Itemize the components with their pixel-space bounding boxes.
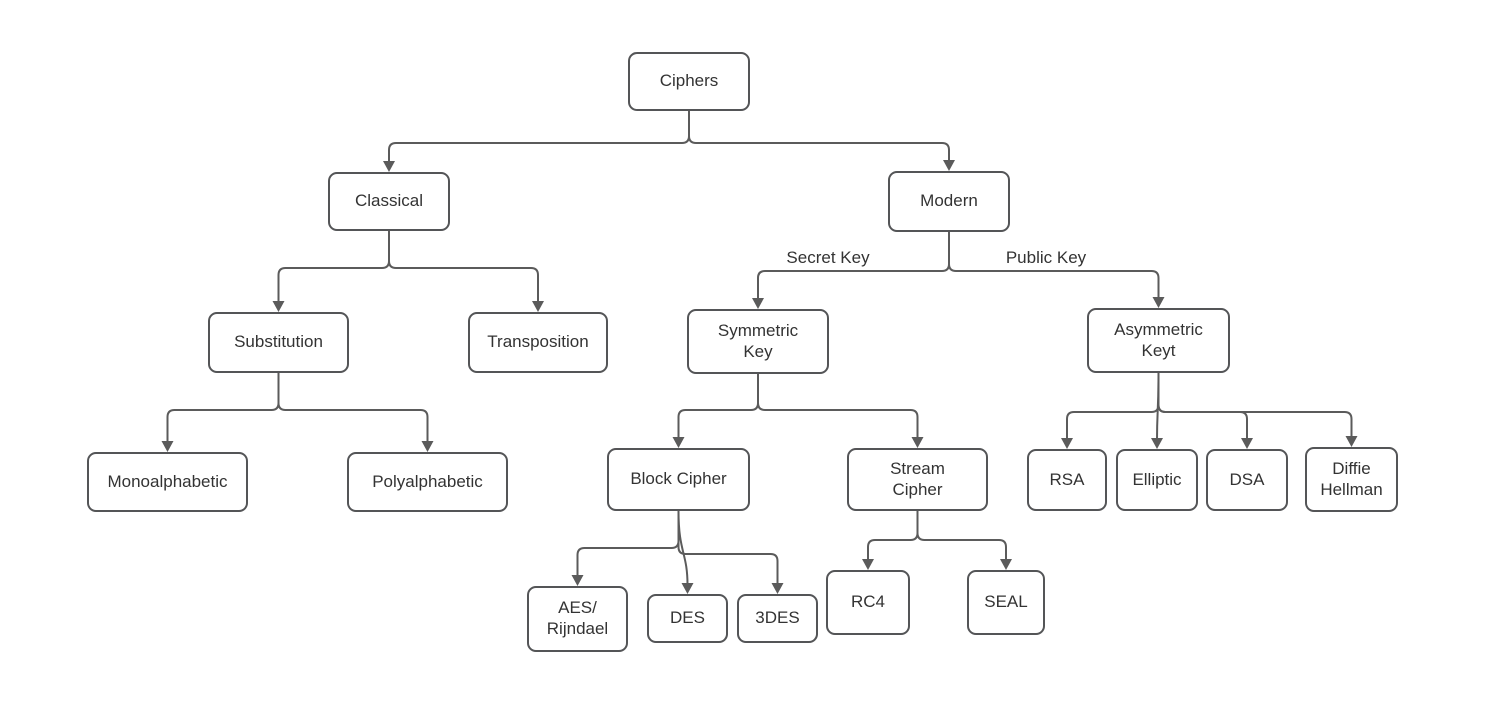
node-rsa[interactable]: RSA bbox=[1027, 449, 1107, 511]
node-des-label-line: DES bbox=[670, 608, 705, 628]
arrowhead-substitution bbox=[272, 301, 285, 312]
arrowhead-3des bbox=[771, 583, 784, 594]
arrowhead-seal bbox=[1000, 559, 1012, 570]
node-3des-label-line: 3DES bbox=[755, 608, 800, 628]
node-symmetric-key-label-line: Key bbox=[743, 341, 773, 361]
node-aes-rijndael-label-line: Rijndael bbox=[546, 619, 609, 638]
node-asymmetric-keyt-label-line: Asymmetric bbox=[1114, 319, 1203, 339]
node-ciphers[interactable]: Ciphers bbox=[628, 52, 750, 111]
arrowhead-rc4 bbox=[862, 559, 874, 570]
connector-ciphers-to-modern bbox=[688, 111, 950, 162]
node-block-cipher-label-line: Block Cipher bbox=[630, 469, 727, 489]
node-symmetric-key-label-line: Symmetric bbox=[717, 320, 799, 340]
node-des[interactable]: DES bbox=[647, 594, 728, 643]
node-monoalphabetic[interactable]: Monoalphabetic bbox=[87, 452, 248, 512]
node-substitution-label-line: Substitution bbox=[234, 332, 323, 352]
node-elliptic-label-line: Elliptic bbox=[1132, 469, 1182, 489]
node-dsa-label-line: DSA bbox=[1229, 469, 1265, 489]
node-diffie-hellman-label-line: Diffie bbox=[1332, 458, 1371, 478]
node-transposition-label-line: Transposition bbox=[487, 332, 589, 352]
arrowhead-diffie-hellman bbox=[1345, 436, 1358, 447]
node-asymmetric-keyt-label-line: Keyt bbox=[1141, 340, 1176, 360]
arrowhead-transposition bbox=[532, 301, 544, 312]
arrowhead-dsa bbox=[1241, 438, 1253, 449]
node-classical-label-line: Classical bbox=[354, 191, 424, 211]
connector-modern-to-asymmetric-keyt bbox=[948, 232, 1160, 299]
node-polyalphabetic[interactable]: Polyalphabetic bbox=[347, 452, 508, 512]
node-modern[interactable]: Modern bbox=[888, 171, 1010, 232]
node-classical[interactable]: Classical bbox=[328, 172, 450, 231]
node-block-cipher[interactable]: Block Cipher bbox=[607, 448, 750, 511]
connector-block-cipher-to-3des bbox=[677, 511, 779, 585]
connector-asymmetric-keyt-to-diffie-hellman bbox=[1157, 373, 1353, 438]
node-dsa[interactable]: DSA bbox=[1206, 449, 1288, 511]
edge-label-public-key: Public Key bbox=[1002, 248, 1090, 268]
node-3des[interactable]: 3DES bbox=[737, 594, 818, 643]
arrowhead-elliptic bbox=[1151, 438, 1163, 449]
arrowhead-des bbox=[681, 583, 694, 594]
connector-classical-to-substitution bbox=[277, 231, 390, 303]
edge-label-secret-key: Secret Key bbox=[783, 248, 873, 268]
node-diffie-hellman-label-line: Hellman bbox=[1320, 479, 1383, 499]
connector-substitution-to-monoalphabetic bbox=[166, 373, 280, 443]
connector-symmetric-key-to-stream-cipher bbox=[757, 374, 919, 439]
node-substitution[interactable]: Substitution bbox=[208, 312, 349, 373]
node-aes-rijndael-label-line: AES/ bbox=[558, 598, 597, 618]
node-rc4[interactable]: RC4 bbox=[826, 570, 910, 635]
node-polyalphabetic-label-line: Polyalphabetic bbox=[372, 471, 483, 491]
arrowhead-aes-rijndael bbox=[571, 575, 584, 586]
connector-symmetric-key-to-block-cipher bbox=[677, 374, 759, 439]
connector-block-cipher-to-des bbox=[677, 510, 689, 586]
node-monoalphabetic-label-line: Monoalphabetic bbox=[107, 471, 228, 491]
connector-substitution-to-polyalphabetic bbox=[277, 373, 429, 443]
connector-ciphers-to-classical bbox=[388, 111, 690, 163]
node-rc4-label-line: RC4 bbox=[850, 592, 885, 612]
arrowhead-modern bbox=[943, 160, 955, 171]
node-stream-cipher-label-line: Stream bbox=[890, 458, 945, 478]
node-elliptic[interactable]: Elliptic bbox=[1116, 449, 1198, 511]
arrowhead-monoalphabetic bbox=[161, 441, 174, 452]
connector-block-cipher-to-aes-rijndael bbox=[576, 511, 680, 577]
arrowhead-asymmetric-keyt bbox=[1152, 297, 1165, 308]
node-seal[interactable]: SEAL bbox=[967, 570, 1045, 635]
arrowhead-block-cipher bbox=[672, 437, 685, 448]
node-seal-label-line: SEAL bbox=[984, 592, 1028, 612]
node-aes-rijndael[interactable]: AES/Rijndael bbox=[527, 586, 628, 652]
connector-stream-cipher-to-seal bbox=[916, 511, 1007, 561]
arrowhead-symmetric-key bbox=[752, 298, 764, 309]
node-modern-label-line: Modern bbox=[920, 191, 978, 211]
connector-classical-to-transposition bbox=[388, 231, 539, 303]
connector-asymmetric-keyt-to-rsa bbox=[1066, 373, 1160, 440]
node-stream-cipher-label-line: Cipher bbox=[892, 479, 943, 499]
node-rsa-label-line: RSA bbox=[1049, 469, 1085, 489]
arrowhead-classical bbox=[383, 161, 395, 172]
arrowhead-rsa bbox=[1061, 438, 1073, 449]
arrowhead-polyalphabetic bbox=[421, 441, 434, 452]
node-transposition[interactable]: Transposition bbox=[468, 312, 608, 373]
arrowhead-stream-cipher bbox=[911, 437, 924, 448]
connector-asymmetric-keyt-to-dsa bbox=[1157, 373, 1248, 440]
connector-stream-cipher-to-rc4 bbox=[867, 511, 919, 561]
node-ciphers-label-line: Ciphers bbox=[659, 71, 719, 91]
